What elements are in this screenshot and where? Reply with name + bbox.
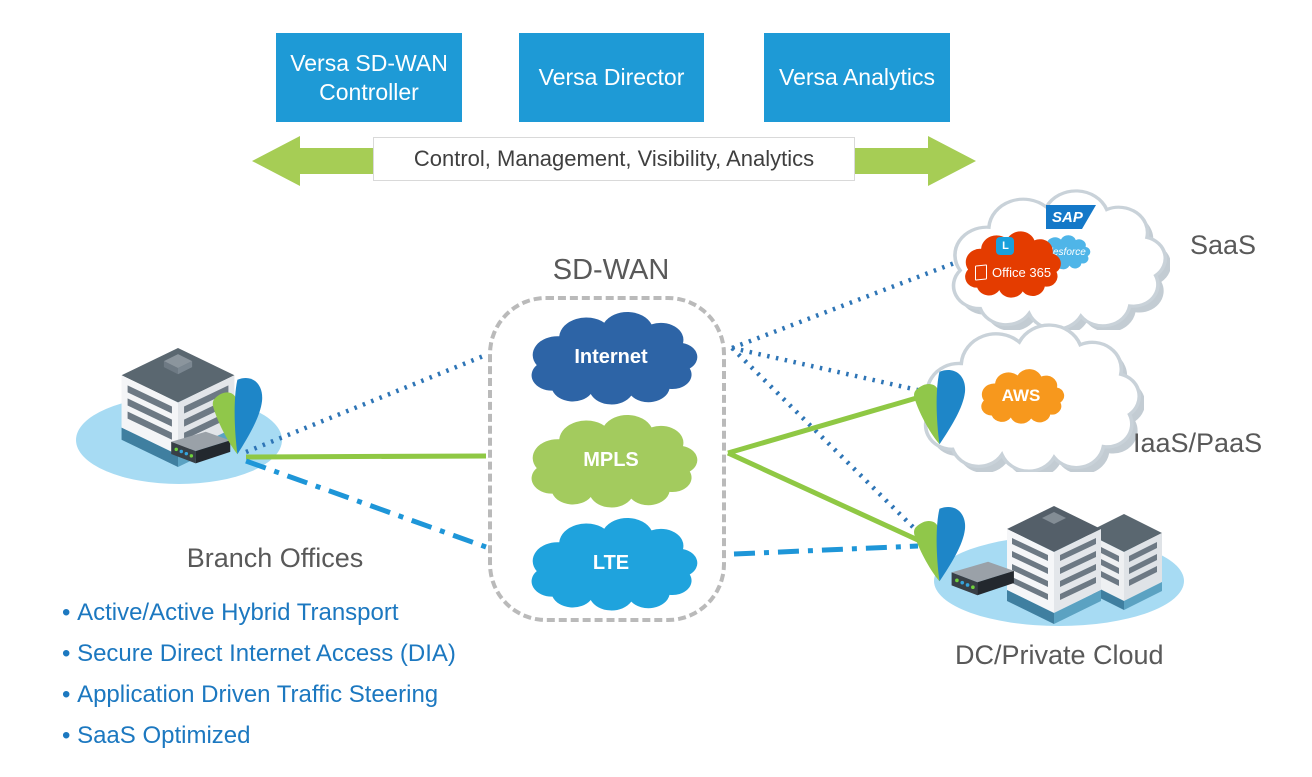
internet-cloud-label: Internet — [574, 346, 648, 368]
versa-sdwan-controller-label: Versa SD-WAN Controller — [290, 49, 448, 105]
office365-text: Office 365 — [992, 265, 1052, 281]
mpls-link-branch — [245, 453, 487, 460]
internet-link-dc — [730, 346, 922, 536]
versa-funnel-icon-dc — [914, 506, 966, 582]
lte-cloud: LTE — [521, 516, 701, 611]
feature-item: Secure Direct Internet Access (DIA) — [62, 633, 562, 674]
mpls-link-dc — [726, 450, 922, 544]
internet-cloud: Internet — [521, 310, 701, 405]
branch-offices-label: Branch Offices — [186, 543, 364, 573]
saas-label: SaaS — [1190, 230, 1257, 260]
versa-director-box: Versa Director — [519, 33, 704, 122]
feature-item: SaaS Optimized — [62, 715, 562, 756]
mpls-cloud-label: MPLS — [583, 449, 639, 471]
office365-row: Office 365 — [969, 264, 1056, 281]
salesforce-logo-text: salesforce — [1040, 246, 1086, 258]
feature-item: Application Driven Traffic Steering — [62, 674, 562, 715]
aws-logo-text: AWS — [1001, 386, 1041, 405]
dc-private-cloud-label: DC/Private Cloud — [955, 640, 1164, 670]
lte-cloud-label: LTE — [592, 552, 630, 574]
internet-link-iaas — [731, 345, 923, 394]
versa-funnel-icon-iaas — [914, 369, 966, 445]
aws-cloud-logo: AWS — [976, 368, 1066, 424]
iaas-paas-label: IaaS/PaaS — [1133, 428, 1263, 458]
sdwan-title: SD-WAN — [552, 254, 670, 286]
versa-funnel-icon-branch — [212, 378, 263, 455]
sdwan-boundary-box — [488, 296, 726, 622]
lync-icon-letter: L — [1002, 239, 1009, 252]
lte-link-dc — [733, 543, 919, 557]
branch-feature-list: Active/Active Hybrid Transport Secure Di… — [62, 592, 562, 756]
control-management-banner-text: Control, Management, Visibility, Analyti… — [413, 146, 815, 171]
lte-link-branch — [245, 458, 487, 550]
control-management-banner: Control, Management, Visibility, Analyti… — [373, 137, 855, 181]
versa-analytics-label: Versa Analytics — [779, 64, 935, 90]
office-glyph-icon — [975, 264, 988, 281]
sap-logo-text: SAP — [1052, 208, 1083, 226]
salesforce-logo: salesforce — [1034, 234, 1092, 271]
dc-buildings-icon — [1007, 506, 1162, 624]
mpls-link-iaas — [727, 394, 921, 456]
mpls-cloud: MPLS — [521, 413, 701, 508]
versa-analytics-box: Versa Analytics — [764, 33, 950, 122]
internet-link-branch — [245, 352, 487, 455]
feature-item: Active/Active Hybrid Transport — [62, 592, 562, 633]
office365-cloud-logo: L Office 365 — [959, 230, 1063, 298]
lync-icon: L — [996, 236, 1015, 255]
versa-director-label: Versa Director — [538, 64, 685, 90]
versa-sdwan-controller-box: Versa SD-WAN Controller — [276, 33, 462, 122]
